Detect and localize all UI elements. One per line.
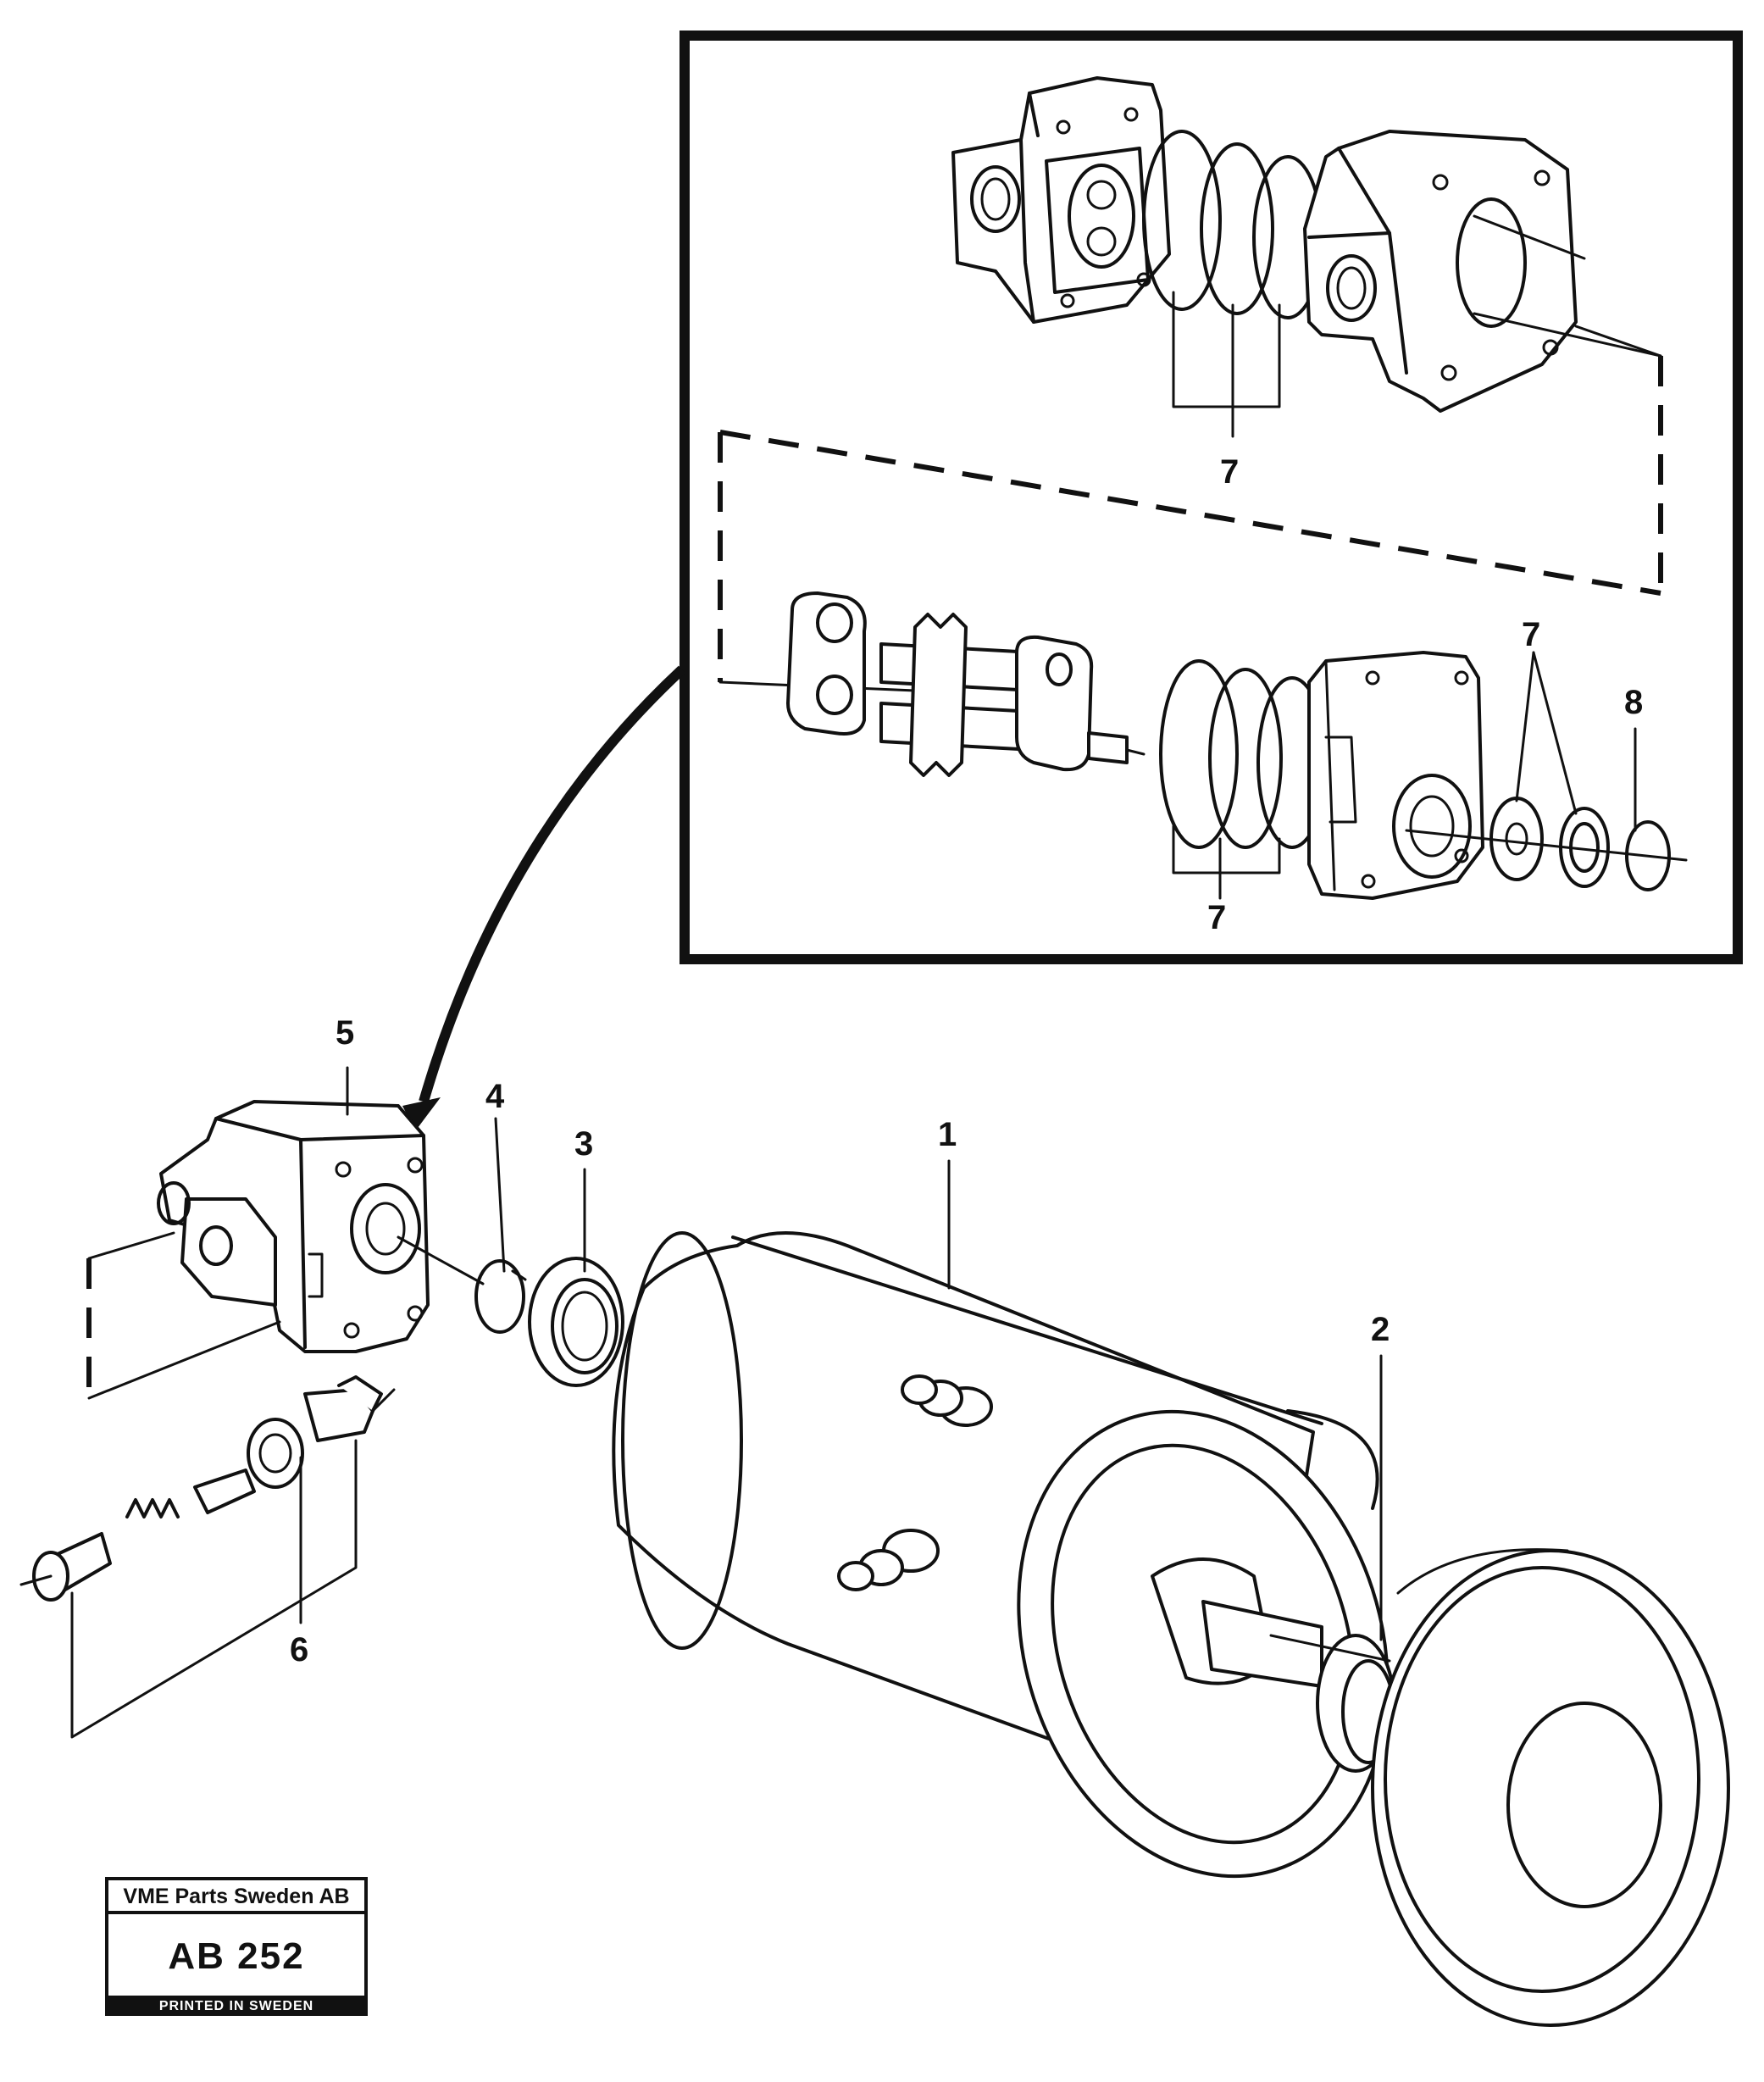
electric-motor [612,1231,1390,1879]
callout-8: 8 [1624,684,1643,721]
title-block: VME Parts Sweden AB AB 252 PRINTED IN SW… [105,1877,368,2016]
hydraulic-pump [157,1100,430,1353]
callout-bracket-7-top [1172,291,1281,438]
seal-rings-top [1142,130,1323,319]
relief-valve [19,1375,396,1602]
detail-arrow [402,665,686,1131]
callout-bracket-7-bottom [1172,824,1281,900]
terminal-stud-lower [837,1529,940,1591]
company-name: VME Parts Sweden AB [123,1885,349,1908]
snap-ring [1625,820,1671,891]
callout-7-top: 7 [1220,453,1239,491]
shaft-seal [1489,797,1544,881]
terminal-stud-upper [901,1374,993,1427]
pump-detail-inset [680,31,1743,964]
callout-4: 4 [485,1078,505,1115]
callout-3: 3 [574,1125,593,1163]
gear-shaft-assembly [786,591,1145,777]
callout-7-bottom: 7 [1207,899,1226,936]
callout-1: 1 [938,1116,957,1153]
seal-rings-bottom [1159,659,1328,849]
callout-2: 2 [1371,1311,1390,1348]
snap-ring-part-4 [474,1259,527,1334]
callout-5: 5 [336,1014,354,1052]
drawing-code: AB 252 [168,1935,304,1977]
pump-front-cover [951,76,1171,324]
bearing-part-3 [528,1257,624,1387]
printed-in-label: PRINTED IN SWEDEN [159,1999,313,2013]
end-cover [1371,1548,1730,2027]
pump-rear-cover [1307,651,1484,900]
callout-7-right: 7 [1522,616,1540,653]
pump-body [1303,130,1662,413]
callout-bracket-6 [70,1439,358,1739]
callout-6: 6 [290,1631,308,1668]
